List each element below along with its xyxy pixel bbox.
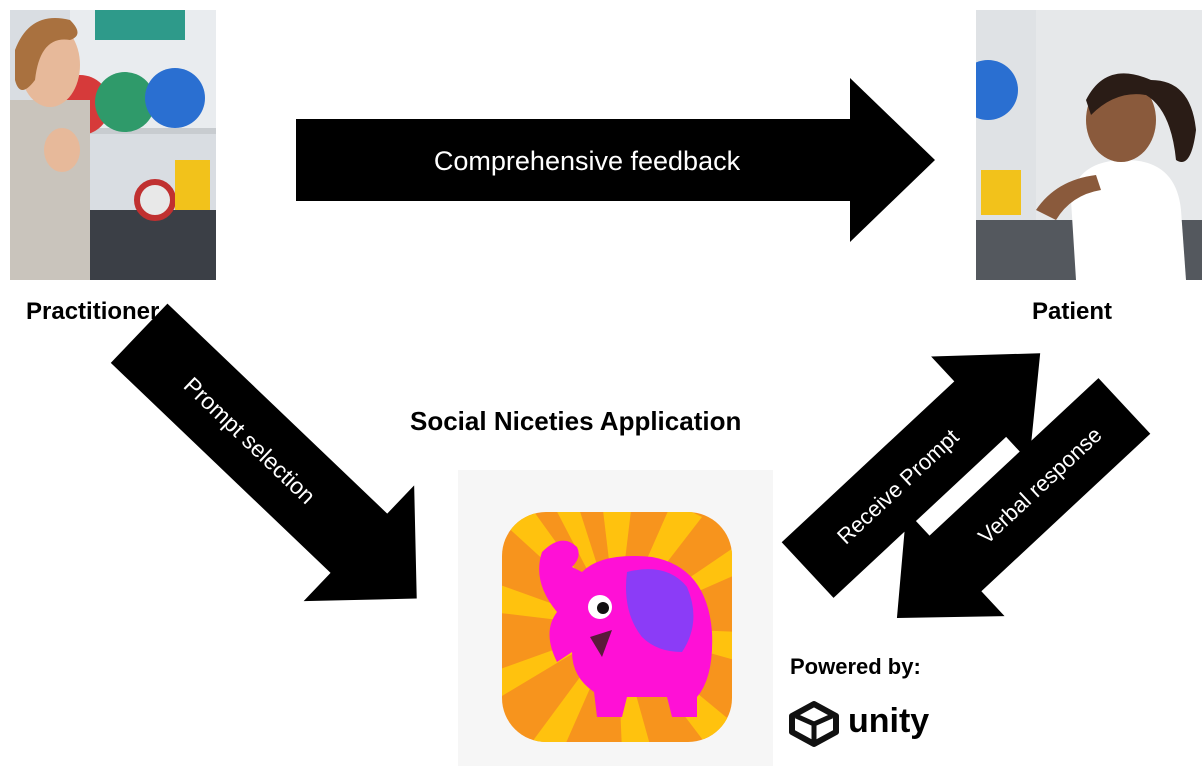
unity-logo-icon <box>789 701 839 747</box>
prompt-selection-arrow: Prompt selection <box>110 303 417 602</box>
patient-label: Patient <box>1032 298 1113 325</box>
app-title: Social Niceties Application <box>410 406 742 436</box>
practitioner-photo <box>10 10 216 280</box>
feedback-arrow-label: Comprehensive feedback <box>434 146 741 176</box>
unity-wordmark: unity <box>848 702 930 740</box>
feedback-arrow: Comprehensive feedback <box>296 78 935 242</box>
patient-photo <box>976 10 1202 280</box>
elephant-app-icon <box>502 512 732 742</box>
powered-by-label: Powered by: <box>790 654 921 679</box>
practitioner-label: Practitioner <box>26 298 160 325</box>
unity-logo: unity <box>784 698 944 748</box>
